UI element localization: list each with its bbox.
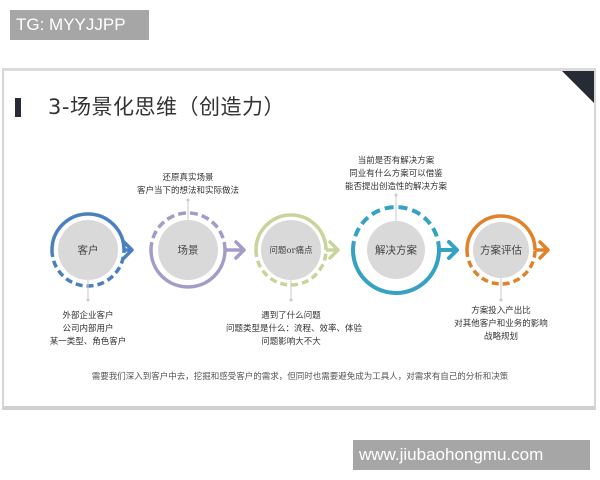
slide-title: 3-场景化思维（创造力） (48, 95, 285, 119)
note-customer: 外部企业客户 公司内部用户 某一类型、角色客户 (38, 310, 138, 349)
node-problem-ring (254, 213, 340, 302)
watermark-bottom-right: www.jiubaohongmu.com (353, 440, 590, 470)
note-line: 对其他客户和业务的影响 (454, 319, 548, 329)
note-line: 还原真实场景 (162, 173, 214, 183)
node-label-customer: 客户 (77, 244, 99, 257)
note-evaluation: 方案投入产出比 对其他客户和业务的影响 战略规划 (446, 305, 556, 344)
arrow-icon (122, 240, 134, 260)
note-problem: 遇到了什么问题 问题类型是什么：流程、效率、体验 问题影响大不大 (226, 310, 363, 349)
note-line: 战略规划 (483, 332, 518, 342)
arrow-icon (538, 240, 550, 260)
node-label-scene: 场景 (177, 244, 199, 257)
node-solution-ring (351, 193, 459, 295)
note-line: 公司内部用户 (62, 324, 114, 334)
slide-footer-text: 需要我们深入到客户中去，挖掘和感受客户的需求，但同时也需要避免成为工具人，对需求… (91, 372, 509, 382)
note-line: 遇到了什么问题 (261, 311, 321, 321)
note-line: 客户当下的想法和实际做法 (136, 186, 239, 196)
note-scene: 还原真实场景 客户当下的想法和实际做法 (130, 172, 246, 198)
note-line: 同业有什么方案可以借鉴 (349, 169, 443, 179)
arrow-icon (447, 240, 459, 260)
note-line: 能否提出创造性的解决方案 (344, 182, 447, 192)
watermark-top-left: TG: MYYJJPP (10, 10, 149, 40)
note-line: 问题影响大不大 (261, 337, 321, 347)
note-line: 当前是否有解决方案 (357, 156, 435, 166)
node-label-evaluation: 方案评估 (480, 244, 522, 257)
node-label-problem: 问题or痛点 (269, 246, 313, 256)
note-line: 问题类型是什么：流程、效率、体验 (226, 324, 363, 334)
corner-triangle-decoration (562, 71, 594, 103)
note-line: 某一类型、角色客户 (49, 337, 127, 347)
arrow-icon (328, 240, 340, 260)
title-accent-bar (15, 98, 21, 117)
note-line: 外部企业客户 (62, 311, 114, 321)
note-line: 方案投入产出比 (471, 306, 531, 316)
node-customer-ring (50, 212, 134, 302)
node-evaluation-ring (465, 214, 550, 302)
note-solution: 当前是否有解决方案 同业有什么方案可以借鉴 能否提出创造性的解决方案 (342, 155, 450, 194)
arrow-icon (234, 240, 246, 260)
node-label-solution: 解决方案 (375, 244, 417, 257)
node-scene-ring (149, 198, 246, 289)
